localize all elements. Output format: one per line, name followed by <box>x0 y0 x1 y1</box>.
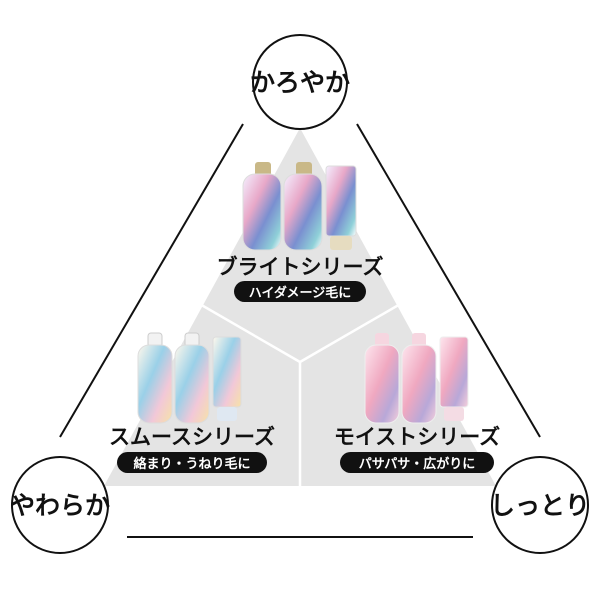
tagline-pill-bright <box>234 281 366 302</box>
tagline-pill-moist <box>340 452 494 473</box>
product-image-smooth <box>137 332 242 424</box>
axis-circle-top: かろやか <box>250 34 350 130</box>
tagline-moist: パサパサ・広がりに <box>359 456 475 472</box>
tagline-bright-text: ハイダメージ毛に <box>249 285 352 301</box>
product-image-bright <box>242 162 357 251</box>
tagline-smooth: 絡まり・うねり毛に <box>133 456 250 472</box>
axis-lines <box>59 123 541 538</box>
series-title-bright: ブライトシリーズ <box>217 255 384 279</box>
product-image-moist <box>364 333 469 424</box>
series-title-smooth: スムースシリーズ <box>109 425 275 449</box>
tagline-pill-smooth <box>117 452 267 473</box>
axis-label-top: かろやか <box>250 68 350 97</box>
series-title-moist: モイストシリーズ <box>334 425 500 449</box>
axis-label-right: しっとり <box>490 491 590 520</box>
axis-label-left: やわらか <box>10 491 110 520</box>
axis-circle-right: しっとり <box>490 456 590 554</box>
triangle-dividers <box>197 301 403 486</box>
axis-circle-left: やわらか <box>10 456 110 554</box>
